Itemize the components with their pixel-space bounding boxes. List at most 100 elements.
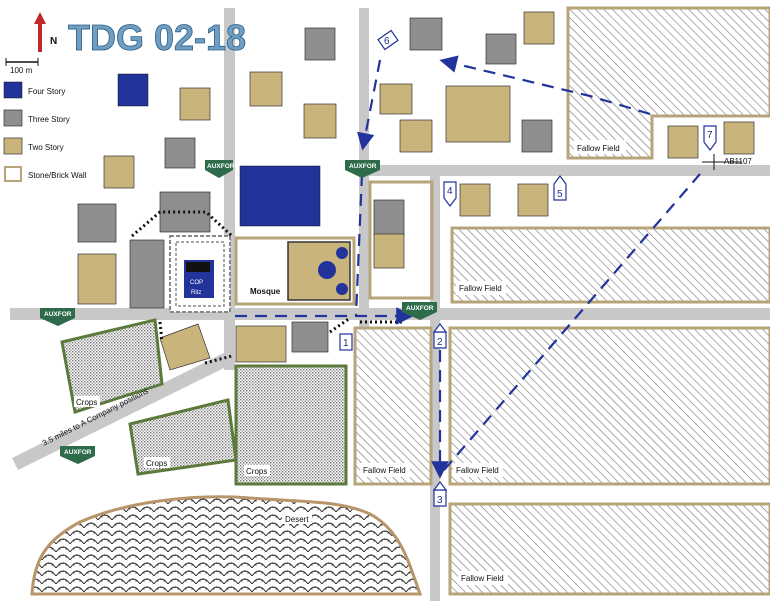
building-three-story (521, 119, 553, 153)
road-southwest-diagonal (12, 350, 236, 470)
field-fallow-northeast (566, 6, 770, 160)
legend-swatch-four-story (3, 81, 23, 99)
building-three-story (164, 137, 196, 169)
building-three-story (304, 27, 336, 61)
svg-text:AUXFOR: AUXFOR (207, 163, 235, 170)
auxfor-markers: AUXFOR AUXFOR AUXFOR AUXFOR AUXFOR (40, 160, 437, 464)
building-four-story (239, 165, 321, 227)
building-three-story (373, 199, 405, 237)
building-two-story (723, 121, 755, 155)
buildings (77, 11, 755, 371)
label-crops-2: Crops (146, 459, 167, 468)
auxfor-marker: AUXFOR (205, 160, 235, 178)
mosque-minaret (336, 283, 348, 295)
route-markers: 1 2 3 4 5 6 7 (339, 29, 717, 507)
field-fallow-center-south (353, 326, 433, 486)
label-fallow-field-4: Fallow Field (456, 466, 499, 475)
building-four-story (117, 73, 149, 107)
label-fallow-field-3: Fallow Field (363, 466, 406, 475)
walled-compounds: Mosque (234, 180, 434, 306)
route-leg (439, 55, 651, 116)
auxfor-marker: AUXFOR (40, 308, 75, 326)
building-two-story (179, 87, 211, 121)
mosque-minaret (336, 247, 348, 259)
building-two-story (379, 83, 413, 115)
building-three-story (291, 321, 329, 353)
north-arrow-icon (34, 12, 46, 52)
svg-text:1: 1 (343, 338, 349, 349)
label-cop-line2: Ritz (191, 290, 201, 296)
route-marker-2: 2 (432, 323, 448, 349)
desert-area: Desert (30, 495, 423, 596)
label-crops-1: Crops (76, 398, 97, 407)
legend-swatch-two-story (3, 137, 23, 155)
building-two-story (235, 325, 287, 363)
route-leg (354, 173, 364, 317)
building-two-story (667, 125, 699, 159)
building-three-story (129, 239, 165, 309)
road-north-east-west (369, 165, 770, 176)
building-two-story (249, 71, 283, 107)
route-marker-5: 5 (553, 175, 567, 201)
legend-label-three-story: Three Story (28, 115, 70, 124)
map-title: TDG 02-18 (68, 17, 246, 58)
desert-region (30, 495, 423, 596)
road-main-east-west (10, 308, 770, 320)
building-two-story (517, 183, 549, 217)
legend-swatch-three-story (3, 109, 23, 127)
building-two-story (103, 155, 135, 189)
road-east-north-south (430, 176, 440, 601)
wire-obstacle (131, 210, 234, 238)
legend-label-wall: Stone/Brick Wall (28, 171, 87, 180)
svg-text:4: 4 (447, 186, 453, 197)
label-crops-3: Crops (246, 467, 267, 476)
map-header: N TDG 02-18 100 m (5, 12, 246, 75)
field-fallow-east-middle (448, 326, 770, 486)
svg-text:7: 7 (707, 130, 713, 141)
label-fallow-field-1: Fallow Field (577, 144, 620, 153)
cop-ritz-vehicle-icon (186, 262, 210, 272)
building-two-story (523, 11, 555, 45)
building-three-story (485, 33, 517, 65)
auxfor-marker: AUXFOR (402, 302, 437, 320)
label-grid-ref: AB1107 (724, 157, 752, 166)
mosque-dome (318, 261, 336, 279)
label-fallow-field-5: Fallow Field (461, 574, 504, 583)
label-desert: Desert (285, 515, 309, 524)
label-fallow-field-2: Fallow Field (459, 284, 502, 293)
route-marker-1: 1 (339, 333, 353, 351)
route-leg (443, 173, 701, 471)
route-marker-3: 3 (432, 481, 448, 507)
svg-text:AUXFOR: AUXFOR (64, 449, 92, 456)
building-two-story (459, 183, 491, 217)
grid-reference: AB1107 (702, 154, 752, 170)
field-crops-south (234, 364, 348, 486)
wire-obstacle (158, 321, 164, 343)
svg-text:AUXFOR: AUXFOR (349, 163, 377, 170)
svg-text:AUXFOR: AUXFOR (406, 305, 434, 312)
route-marker-4: 4 (443, 181, 457, 207)
route-marker-6: 6 (377, 29, 399, 51)
patrol-route (235, 55, 701, 479)
route-leg (357, 59, 382, 151)
wire-obstacle (329, 316, 351, 334)
crop-fields: Crops Crops Crops (60, 318, 348, 486)
field-crops-west (60, 318, 164, 414)
label-mosque: Mosque (250, 287, 281, 296)
building-two-story (159, 323, 211, 371)
building-three-story (409, 17, 443, 51)
cop-ritz: COP Ritz (169, 235, 231, 313)
building-two-story (445, 85, 511, 143)
legend-label-four-story: Four Story (28, 87, 65, 96)
obstacle-wire (131, 210, 402, 365)
north-label: N (50, 36, 57, 47)
svg-text:2: 2 (437, 337, 443, 348)
fallow-fields: Fallow Field Fallow Field Fallow Field F… (353, 6, 770, 596)
label-cop-line1: COP (190, 280, 203, 286)
svg-text:AUXFOR: AUXFOR (44, 311, 72, 318)
building-two-story (77, 253, 117, 305)
auxfor-marker: AUXFOR (345, 160, 380, 178)
wall-east-compound (368, 180, 434, 300)
building-two-story (373, 233, 405, 269)
